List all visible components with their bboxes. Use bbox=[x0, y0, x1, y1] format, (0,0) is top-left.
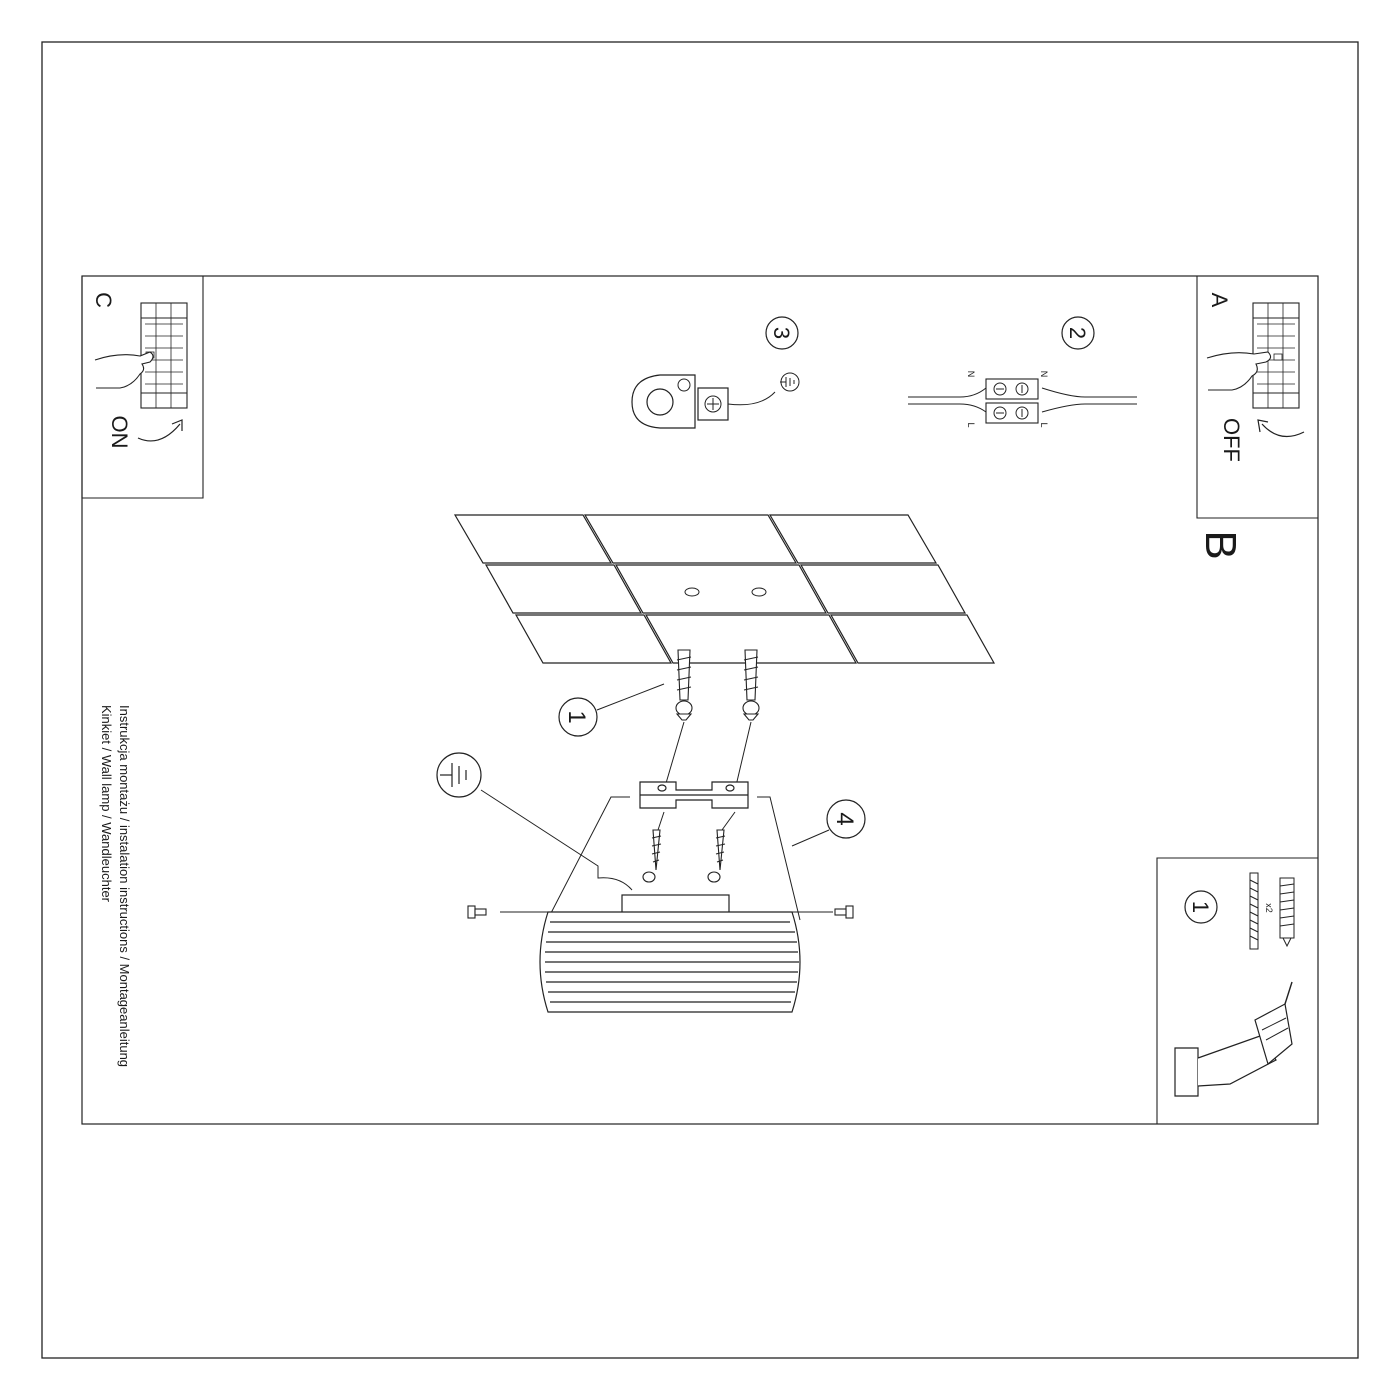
step-1-leader bbox=[596, 683, 665, 711]
inner-frame bbox=[81, 275, 1319, 1125]
parts-panel: 1 x2 bbox=[1156, 857, 1318, 1124]
parts-quantity: x2 bbox=[1264, 903, 1274, 913]
wire-live-right: L bbox=[1039, 422, 1049, 427]
step-3-label: 3 bbox=[769, 327, 794, 339]
panel-a: A OFF bbox=[1196, 275, 1318, 519]
step-1-label: 1 bbox=[563, 710, 590, 723]
terminal-block-diagram: 2 N N L L bbox=[908, 316, 1137, 428]
wire-neutral-left: N bbox=[966, 371, 976, 378]
step-4-label: 4 bbox=[831, 812, 858, 825]
side-screws bbox=[467, 905, 854, 919]
step-3-circle bbox=[765, 316, 799, 350]
caption-line-1: Instrukcja montażu / instalation instruc… bbox=[117, 705, 132, 1067]
alignment-lines bbox=[657, 721, 752, 831]
rotate-arrow-icon bbox=[137, 419, 183, 442]
panel-a-letter: A bbox=[1207, 293, 1232, 308]
step-4-circle bbox=[826, 799, 866, 839]
wall-plug-icon bbox=[1279, 877, 1295, 948]
panel-a-switch-label: OFF bbox=[1219, 418, 1244, 462]
step-4-leader bbox=[791, 829, 830, 847]
panel-c: C ON bbox=[81, 276, 204, 499]
screw-icon bbox=[1249, 872, 1259, 950]
wire-live-left: L bbox=[966, 422, 976, 427]
earth-wire bbox=[480, 789, 633, 891]
wire-neutral-right: N bbox=[1039, 371, 1049, 378]
wall-lamp-body bbox=[539, 894, 801, 1013]
bracket-screws bbox=[642, 829, 726, 883]
hand-icon bbox=[1206, 351, 1272, 391]
step-1-circle bbox=[558, 697, 598, 737]
caption-line-2: Kinkiet / Wall lamp / Wandleuchter bbox=[99, 705, 114, 903]
step-2-circle bbox=[1061, 316, 1095, 350]
earth-ground-icon bbox=[436, 752, 482, 798]
wall-plugs bbox=[675, 649, 760, 721]
mounting-bracket bbox=[639, 781, 749, 809]
earth-ground-icon bbox=[780, 372, 800, 392]
rotate-arrow-icon bbox=[1257, 419, 1305, 438]
hand-icon bbox=[94, 351, 154, 389]
panel-b-letter: B bbox=[1196, 530, 1245, 559]
parts-number: 1 bbox=[1188, 901, 1213, 913]
ceiling-surface bbox=[453, 514, 996, 664]
step-2-label: 2 bbox=[1065, 327, 1090, 339]
drill-icon bbox=[1174, 981, 1293, 1097]
outer-frame bbox=[41, 41, 1359, 1359]
panel-c-switch-label: ON bbox=[107, 416, 132, 449]
drill-holes bbox=[684, 587, 767, 597]
earth-terminal-diagram: 3 bbox=[631, 316, 800, 429]
parts-number-circle bbox=[1184, 890, 1218, 924]
panel-c-letter: C bbox=[91, 292, 116, 308]
